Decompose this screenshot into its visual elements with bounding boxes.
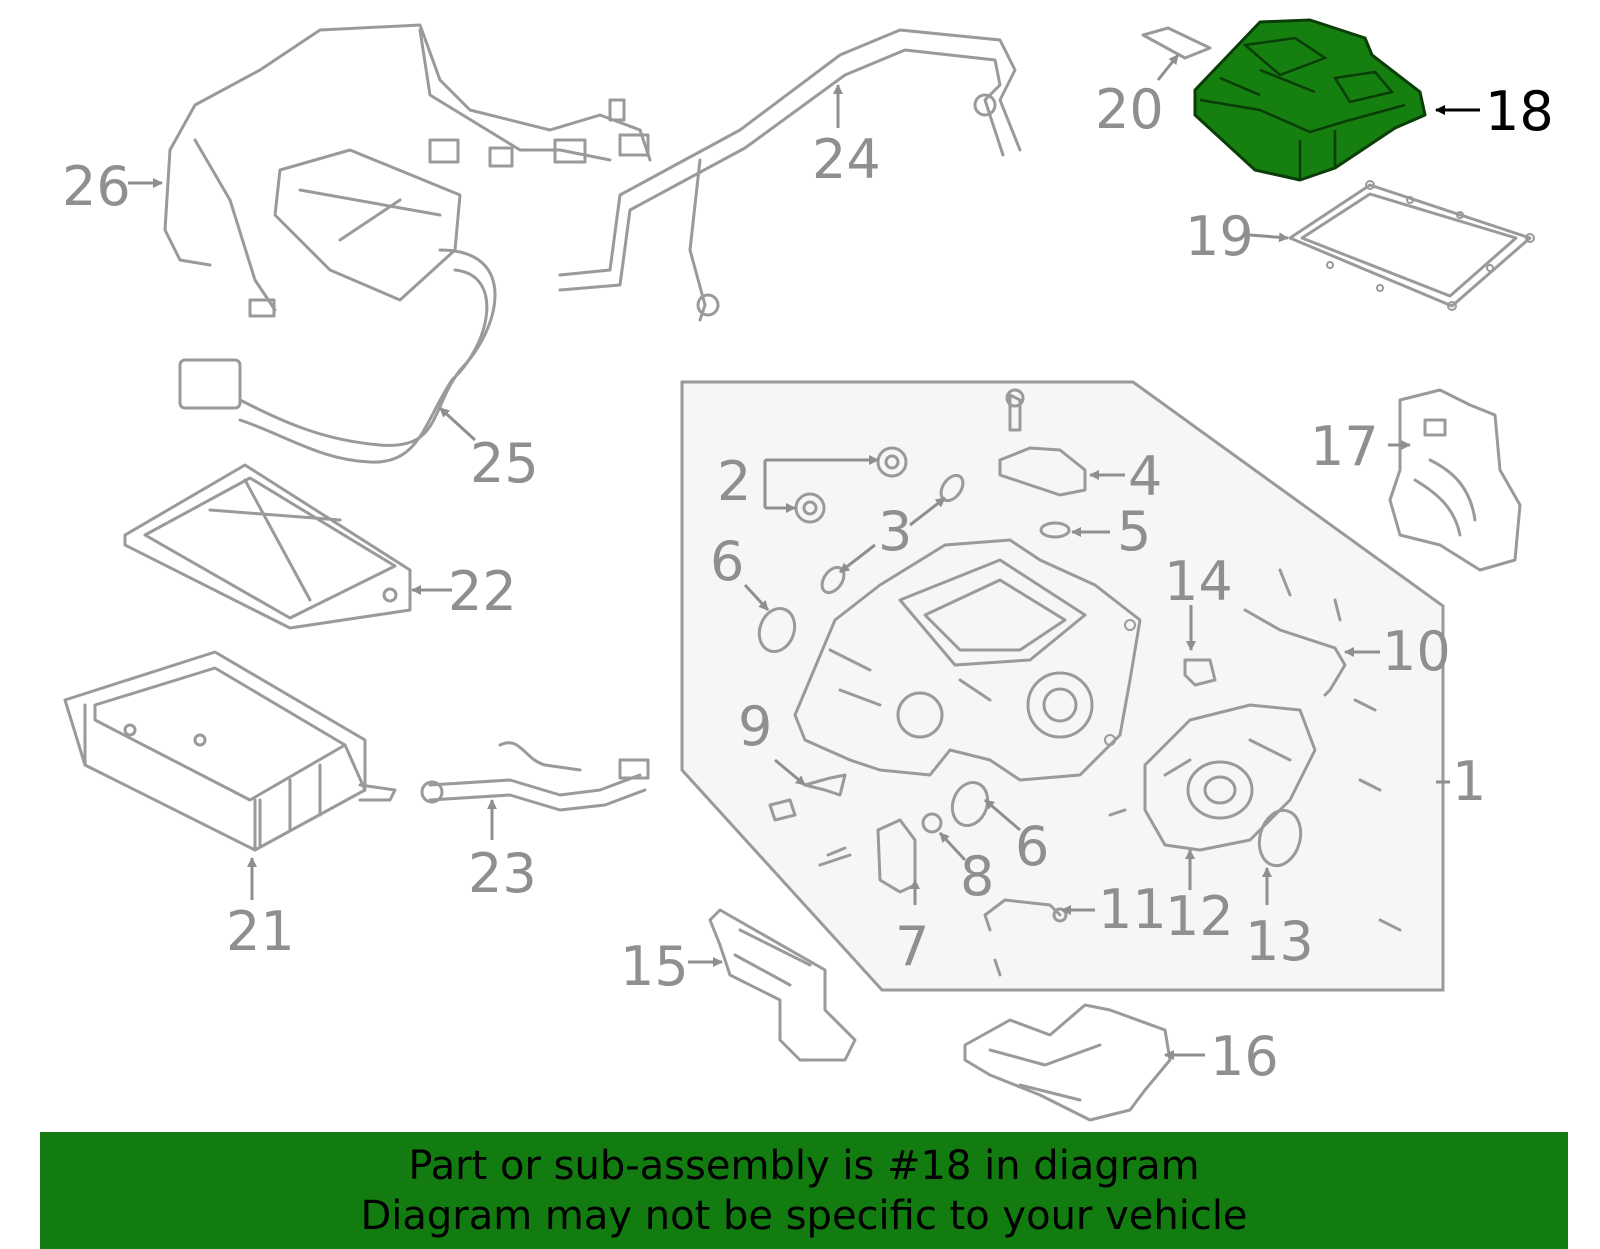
callout-19[interactable]: 19: [1185, 205, 1254, 268]
callout-10[interactable]: 10: [1382, 620, 1451, 683]
callout-24[interactable]: 24: [812, 128, 881, 191]
callout-22[interactable]: 22: [448, 560, 517, 623]
info-banner: Part or sub-assembly is #18 in diagram D…: [40, 1132, 1568, 1249]
part-24-coolant-pipe[interactable]: [558, 28, 1022, 322]
part-1-transmission-housing[interactable]: [793, 538, 1142, 782]
part-21-inverter-module[interactable]: [63, 650, 397, 852]
part-23-coolant-hose[interactable]: [420, 741, 650, 812]
callout-14[interactable]: 14: [1164, 550, 1233, 613]
callout-26[interactable]: 26: [62, 155, 131, 218]
part-22-cover-plate[interactable]: [123, 463, 412, 630]
callout-labels: 1 2 3 4 5 6 6 7 8 9 10 11 12 13 14 15 16…: [62, 78, 1554, 1088]
part-15-bracket[interactable]: [708, 908, 857, 1062]
callout-23[interactable]: 23: [468, 842, 537, 905]
banner-line-1: Part or sub-assembly is #18 in diagram: [408, 1142, 1200, 1189]
banner-line-2: Diagram may not be specific to your vehi…: [360, 1192, 1248, 1239]
part-13-seal[interactable]: [1253, 806, 1306, 870]
callout-6-upper[interactable]: 6: [710, 530, 744, 593]
part-6-seals[interactable]: [754, 604, 994, 831]
leader-lines: [128, 54, 1480, 1060]
callout-2[interactable]: 2: [717, 450, 751, 513]
callout-25[interactable]: 25: [470, 432, 539, 495]
callout-11[interactable]: 11: [1098, 878, 1167, 941]
callout-8[interactable]: 8: [960, 845, 994, 908]
part-8-plug[interactable]: [921, 812, 943, 834]
callout-12[interactable]: 12: [1165, 885, 1234, 948]
part-19-gasket-frame[interactable]: [1288, 180, 1535, 311]
callout-17[interactable]: 17: [1310, 415, 1379, 478]
part-26-wiring-harness[interactable]: [163, 23, 652, 318]
part-17-bracket[interactable]: [1388, 388, 1522, 572]
callout-16[interactable]: 16: [1210, 1025, 1279, 1088]
callout-9[interactable]: 9: [738, 695, 772, 758]
callout-5[interactable]: 5: [1117, 500, 1151, 563]
part-11-pipe[interactable]: [983, 808, 1127, 977]
callout-20[interactable]: 20: [1095, 78, 1164, 141]
part-18-highlighted-module[interactable]: [1193, 18, 1427, 182]
callout-7[interactable]: 7: [895, 915, 929, 978]
callout-3[interactable]: 3: [878, 500, 912, 563]
part-14-sensor[interactable]: [1183, 658, 1217, 687]
part-10-breather-hose[interactable]: [1243, 568, 1402, 932]
part-5-seal[interactable]: [1039, 521, 1071, 539]
part-20-label[interactable]: [1141, 26, 1212, 60]
part-4-sensor[interactable]: [998, 388, 1087, 497]
callout-6-lower[interactable]: 6: [1015, 815, 1049, 878]
callout-4[interactable]: 4: [1128, 445, 1162, 508]
part-16-shield[interactable]: [963, 1003, 1172, 1122]
callout-18-highlighted[interactable]: 18: [1485, 80, 1554, 143]
callout-13[interactable]: 13: [1245, 910, 1314, 973]
part-9-clip[interactable]: [768, 773, 847, 822]
callout-15[interactable]: 15: [620, 935, 689, 998]
part-25-charger-cable[interactable]: [178, 148, 497, 464]
callout-21[interactable]: 21: [226, 900, 295, 963]
part-12-housing-cover[interactable]: [1143, 703, 1317, 852]
callout-1[interactable]: 1: [1452, 750, 1486, 813]
